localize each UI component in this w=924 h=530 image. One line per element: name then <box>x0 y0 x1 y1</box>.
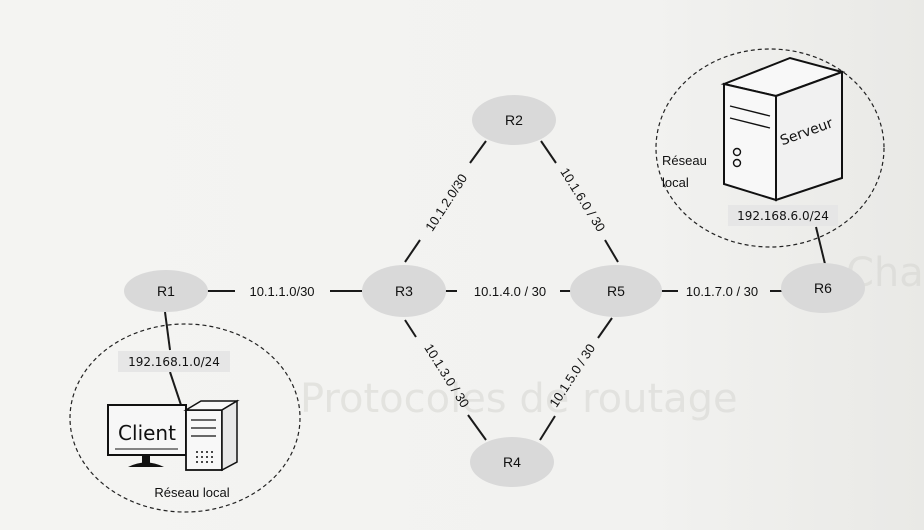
link-r2-r5-b <box>604 239 619 263</box>
left-subnet-label: 192.168.1.0/24 <box>128 355 220 369</box>
link-label-r5-r6: 10.1.7.0 / 30 <box>686 284 758 299</box>
router-r2-shape <box>472 95 556 145</box>
router-r2-label: R2 <box>505 112 523 128</box>
link-label-r3-r5: 10.1.4.0 / 30 <box>474 284 546 299</box>
link-r3-r4-b <box>467 414 487 441</box>
router-r1: R1 <box>124 270 208 312</box>
router-r1-label: R1 <box>157 283 175 299</box>
left-lan-label: Réseau local <box>154 485 229 500</box>
link-r3-r2-a <box>404 239 421 263</box>
link-label-r2-r5: 10.1.6.0 / 30 <box>557 165 608 234</box>
bleed-subtitle: Protocoles de routage <box>300 376 738 422</box>
right-lan-label-line2: local <box>662 175 689 190</box>
link-r1-lan <box>164 311 171 351</box>
link-r2-r5-a <box>540 140 557 164</box>
router-r4-shape <box>470 437 554 487</box>
right-subnet-label: 192.168.6.0/24 <box>737 209 829 223</box>
router-r2: R2 <box>472 95 556 145</box>
link-lan-client <box>169 371 182 406</box>
router-r4-label: R4 <box>503 454 521 470</box>
server-icon <box>720 56 846 202</box>
link-label-r3-r2: 10.1.2.0/30 <box>422 171 470 234</box>
link-label-r1-r3: 10.1.1.0/30 <box>249 284 314 299</box>
left-subnet-box <box>118 351 230 372</box>
right-subnet-box <box>728 205 838 226</box>
router-r5: R5 <box>570 265 662 317</box>
router-r3: R3 <box>362 265 446 317</box>
right-lan-label-line1: Réseau <box>662 153 707 168</box>
link-r3-r2-b <box>469 140 487 164</box>
right-lan-boundary <box>655 48 885 248</box>
router-r4: R4 <box>470 437 554 487</box>
left-lan-boundary <box>69 323 301 513</box>
bleed-through-text: Chap... Protocoles de routage <box>300 250 924 422</box>
link-r4-r5-b <box>597 317 613 339</box>
link-r4-r5-a <box>539 415 556 441</box>
client-monitor-icon <box>107 404 187 467</box>
client-tower-icon <box>183 399 240 472</box>
router-r5-label: R5 <box>607 283 625 299</box>
router-r6: R6 <box>781 263 865 313</box>
link-r3-r4-a <box>404 319 417 338</box>
router-r3-label: R3 <box>395 283 413 299</box>
router-r1-shape <box>124 270 208 312</box>
router-r6-shape <box>781 263 865 313</box>
client-label: Client <box>118 421 176 445</box>
router-r5-shape <box>570 265 662 317</box>
router-r3-shape <box>362 265 446 317</box>
router-r6-label: R6 <box>814 280 832 296</box>
link-r6-lan <box>815 226 826 265</box>
